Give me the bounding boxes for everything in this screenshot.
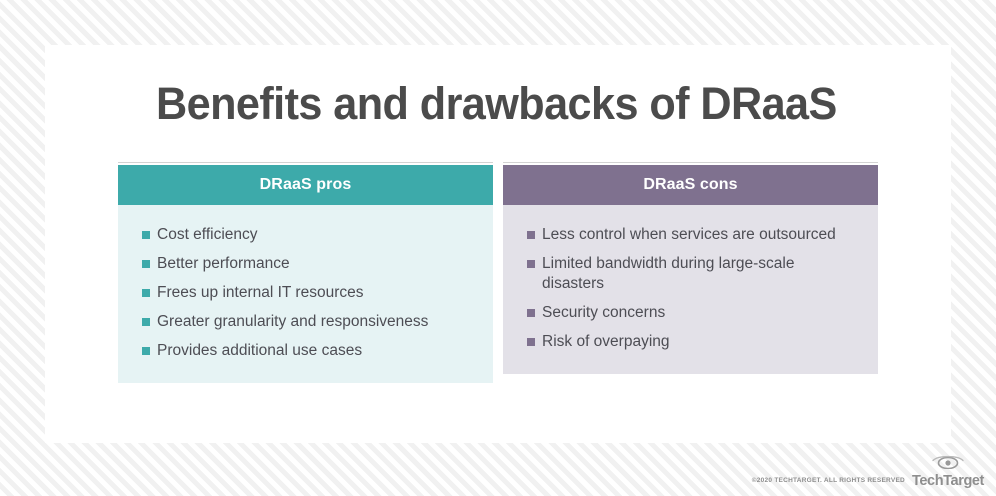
- techtarget-logo: TechTarget: [912, 454, 984, 489]
- list-item: Better performance: [142, 254, 475, 274]
- column-pros: DRaaS pros Cost efficiency Better perfor…: [118, 162, 493, 383]
- eye-icon: [931, 454, 965, 473]
- column-header-pros: DRaaS pros: [118, 165, 493, 205]
- pros-cons-table: DRaaS pros Cost efficiency Better perfor…: [118, 162, 878, 383]
- logo-wordmark: TechTarget: [911, 472, 984, 489]
- pros-list: Cost efficiency Better performance Frees…: [118, 225, 493, 361]
- column-header-cons: DRaaS cons: [503, 165, 878, 205]
- column-top-rule: [503, 162, 878, 163]
- column-body-pros: Cost efficiency Better performance Frees…: [118, 205, 493, 383]
- copyright-text: ©2020 TECHTARGET. ALL RIGHTS RESERVED: [751, 477, 905, 484]
- page-title: Benefits and drawbacks of DRaaS: [156, 78, 837, 129]
- list-item: Security concerns: [527, 303, 860, 323]
- cons-list: Less control when services are outsource…: [503, 225, 878, 352]
- content-card: Benefits and drawbacks of DRaaS DRaaS pr…: [45, 45, 951, 443]
- list-item: Limited bandwidth during large-scale dis…: [527, 254, 860, 294]
- list-item: Cost efficiency: [142, 225, 475, 245]
- column-body-cons: Less control when services are outsource…: [503, 205, 878, 374]
- footer: ©2020 TECHTARGET. ALL RIGHTS RESERVED Te…: [752, 454, 984, 489]
- list-item: Less control when services are outsource…: [527, 225, 860, 245]
- list-item: Frees up internal IT resources: [142, 283, 475, 303]
- list-item: Greater granularity and responsiveness: [142, 312, 475, 332]
- list-item: Risk of overpaying: [527, 332, 860, 352]
- column-cons: DRaaS cons Less control when services ar…: [503, 162, 878, 383]
- column-top-rule: [118, 162, 493, 163]
- list-item: Provides additional use cases: [142, 341, 475, 361]
